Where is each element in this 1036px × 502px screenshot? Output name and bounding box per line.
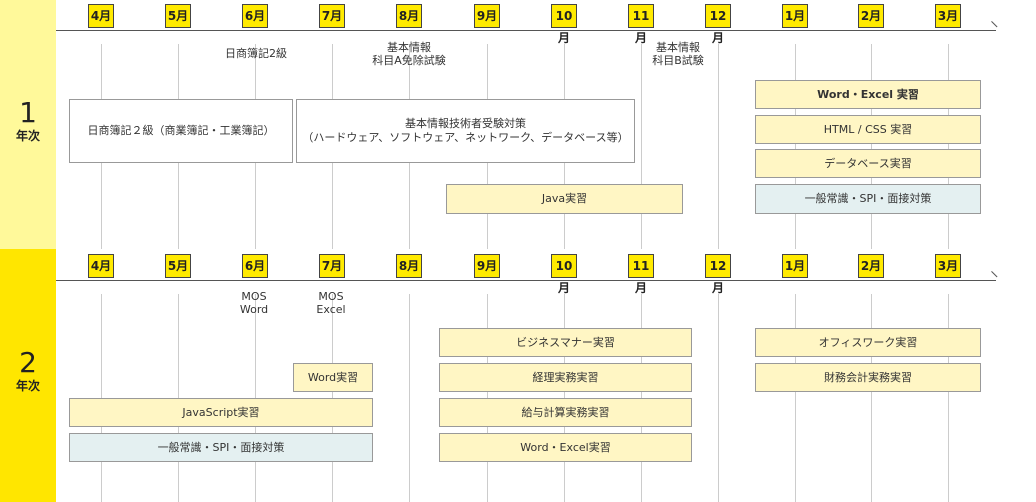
month-marker: 10月: [551, 254, 577, 295]
month-gridline: [718, 294, 719, 502]
course-database: データベース実習: [755, 149, 981, 178]
text-line: 基本情報: [387, 41, 431, 54]
course-business-manner: ビジネスマナー実習: [439, 328, 692, 357]
course-spi-interview-2: 一般常識・SPI・面接対策: [69, 433, 373, 462]
text-line: Word・Excel実習: [520, 440, 611, 454]
month-marker: 6月: [242, 254, 268, 278]
text-line: 給与計算実務実習: [521, 405, 610, 419]
text-line: Excel: [316, 303, 346, 316]
course-word-excel: Word・Excel 実習: [755, 80, 981, 109]
month-marker: 1月: [782, 254, 808, 278]
month-marker: 7月: [319, 4, 345, 28]
month-gridline: [641, 44, 642, 249]
month-marker: 5月: [165, 254, 191, 278]
text-line: Word・Excel 実習: [817, 87, 919, 101]
text-line: HTML / CSS 実習: [823, 122, 913, 136]
text-line: Word: [239, 303, 269, 316]
year2-timeline-axis: [56, 280, 996, 281]
year1-timeline-axis: [56, 30, 996, 31]
month-gridline: [795, 44, 796, 249]
month-marker: 3月: [935, 4, 961, 28]
text-line: （ハードウェア、ソフトウェア、ネットワーク、データベース等）: [302, 131, 629, 144]
month-gridline: [871, 44, 872, 249]
month-marker: 12月: [705, 4, 731, 45]
course-office-work: オフィスワーク実習: [755, 328, 981, 357]
text-line: 財務会計実務実習: [824, 370, 912, 384]
year2-label: 2 年次: [0, 348, 56, 394]
note-boki-exam: 日商簿記2級: [216, 47, 296, 60]
month-marker: 11月: [628, 4, 654, 45]
course-financial-accounting: 財務会計実務実習: [755, 363, 981, 392]
month-marker: 11月: [628, 254, 654, 295]
note-fe-a-exam: 基本情報科目A免除試験: [359, 41, 459, 67]
year2-number: 2: [19, 346, 37, 379]
text-line: 基本情報技術者受験対策: [405, 117, 526, 130]
text-line: JavaScript実習: [182, 405, 260, 419]
month-gridline: [718, 44, 719, 249]
month-marker: 8月: [396, 254, 422, 278]
text-line: MOS: [318, 290, 344, 303]
month-marker: 1月: [782, 4, 808, 28]
year2-band: [0, 249, 56, 502]
text-line: 基本情報: [656, 41, 700, 54]
text-line: データベース実習: [824, 156, 912, 170]
month-marker: 9月: [474, 254, 500, 278]
text-line: オフィスワーク実習: [818, 335, 918, 349]
year1-text: 年次: [15, 129, 40, 143]
month-marker: 4月: [88, 4, 114, 28]
text-line: 日商簿記２級（商業簿記・工業簿記）: [87, 124, 275, 137]
year1-label: 1 年次: [0, 98, 56, 144]
text-line: 一般常識・SPI・面接対策: [804, 192, 932, 205]
year1-band: [0, 0, 56, 249]
note-fe-b-exam: 基本情報科目B試験: [632, 41, 724, 67]
month-marker: 8月: [396, 4, 422, 28]
month-marker: 5月: [165, 4, 191, 28]
month-gridline: [948, 294, 949, 502]
text-line: Word実習: [307, 370, 359, 384]
month-gridline: [948, 44, 949, 249]
month-marker: 2月: [858, 254, 884, 278]
month-marker: 2月: [858, 4, 884, 28]
course-fe-prep: 基本情報技術者受験対策（ハードウェア、ソフトウェア、ネットワーク、データベース等…: [296, 99, 635, 163]
text-line: 日商簿記2級: [225, 47, 287, 60]
year2-text: 年次: [15, 379, 40, 393]
text-line: ビジネスマナー実習: [516, 335, 615, 349]
text-line: MOS: [241, 290, 267, 303]
month-gridline: [795, 294, 796, 502]
year1-number: 1: [19, 96, 37, 129]
month-gridline: [409, 294, 410, 502]
course-word: Word実習: [293, 363, 373, 392]
course-javascript: JavaScript実習: [69, 398, 373, 427]
text-line: 科目A免除試験: [372, 54, 446, 67]
month-marker: 10月: [551, 4, 577, 45]
course-payroll: 給与計算実務実習: [439, 398, 692, 427]
course-boki2: 日商簿記２級（商業簿記・工業簿記）: [69, 99, 293, 163]
course-spi-interview-1: 一般常識・SPI・面接対策: [755, 184, 981, 214]
text-line: Java実習: [541, 192, 588, 205]
course-word-excel-2: Word・Excel実習: [439, 433, 692, 462]
year2-axis-arrow: [985, 270, 998, 284]
text-line: 科目B試験: [652, 54, 704, 67]
text-line: 経理実務実習: [532, 370, 599, 384]
course-html-css: HTML / CSS 実習: [755, 115, 981, 144]
month-marker: 12月: [705, 254, 731, 295]
course-accounting: 経理実務実習: [439, 363, 692, 392]
month-marker: 6月: [242, 4, 268, 28]
month-marker: 9月: [474, 4, 500, 28]
course-java: Java実習: [446, 184, 683, 214]
month-marker: 3月: [935, 254, 961, 278]
month-marker: 4月: [88, 254, 114, 278]
month-marker: 7月: [319, 254, 345, 278]
text-line: 一般常識・SPI・面接対策: [157, 440, 285, 454]
year1-axis-arrow: [985, 20, 998, 34]
month-gridline: [871, 294, 872, 502]
